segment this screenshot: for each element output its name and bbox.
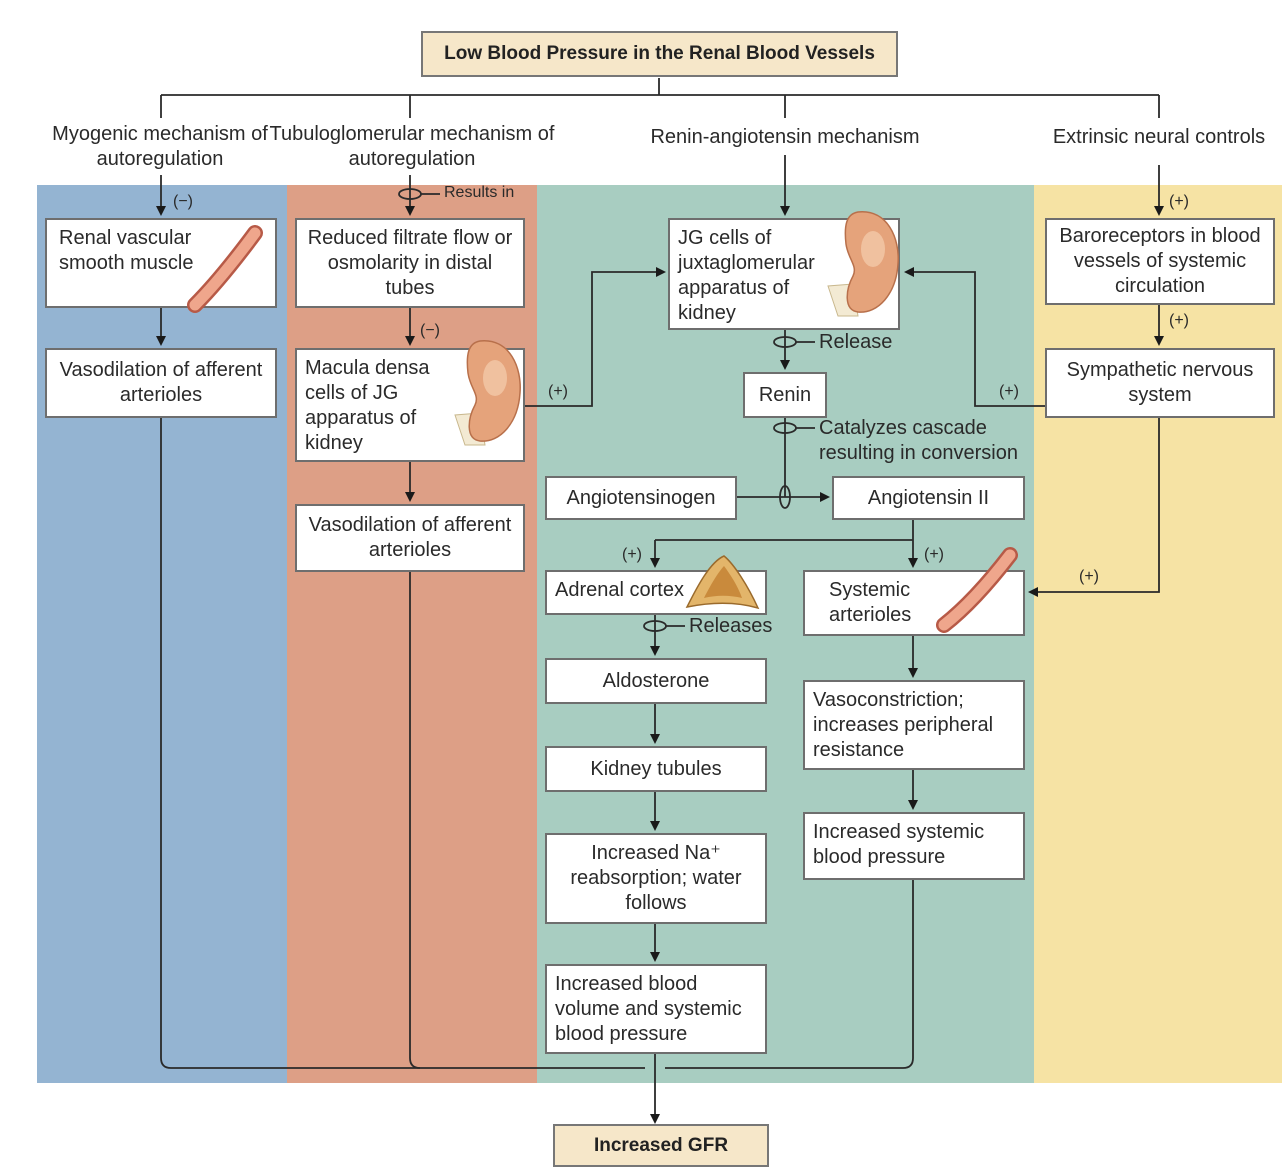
systemic-pressure-box: Increased systemic blood pressure (803, 812, 1025, 880)
baroreceptors-box: Baroreceptors in blood vessels of system… (1045, 218, 1275, 305)
kidney-icon-2 (827, 211, 899, 317)
angiotensin-ii-box: Angiotensin II (832, 476, 1025, 520)
neural-heading: Extrinsic neural controls (1052, 126, 1266, 148)
jg-cells-label: JG cells of juxtaglomerular apparatus of… (678, 227, 815, 324)
reduced-filtrate-box: Reduced filtrate flow or osmolarity in d… (295, 218, 525, 308)
neural-panel (1034, 185, 1282, 1083)
release-label: Release (819, 331, 893, 353)
blood-volume-box: Increased blood volume and systemic bloo… (545, 964, 767, 1054)
sympathetic-box: Sympathetic nervous system (1045, 348, 1275, 418)
kidney-icon (454, 340, 521, 446)
results-in-label: Results in (444, 184, 515, 201)
adrenal-sign: (+) (622, 546, 642, 563)
vessel-icon-2 (936, 547, 1018, 633)
myogenic-panel (37, 185, 287, 1083)
neural-to-jg-sign: (+) (999, 383, 1019, 400)
systemic-sign: (+) (924, 546, 944, 563)
neural-to-arterioles-sign: (+) (1079, 568, 1099, 585)
neural-top-sign: (+) (1169, 193, 1189, 210)
vasoconstriction-box: Vasoconstriction; increases peripheral r… (803, 680, 1025, 770)
releases-label: Releases (689, 615, 773, 637)
angiotensinogen-box: Angiotensinogen (545, 476, 737, 520)
tubuloglomerular-panel (287, 185, 537, 1083)
myogenic-vasodilation-box: Vasodilation of afferent arterioles (45, 348, 277, 418)
renin-heading: Renin-angiotensin mechanism (650, 126, 920, 148)
catalyzes-label: Catalyzes cascade resulting in conversio… (819, 417, 1018, 464)
kidney-tubules-box: Kidney tubules (545, 746, 767, 792)
tubuloglomerular-heading: Tubuloglomerular mechanism of autoregula… (269, 123, 555, 170)
adrenal-cortex-label: Adrenal cortex (555, 579, 684, 601)
macula-densa-label: Macula densa cells of JG apparatus of ki… (305, 357, 430, 454)
myogenic-sign: (−) (173, 193, 193, 210)
tubulo-vasodilation-box: Vasodilation of afferent arterioles (295, 504, 525, 572)
vessel-icon (187, 225, 263, 313)
adrenal-gland-icon (685, 555, 760, 610)
renal-vascular-label: Renal vascular smooth muscle (59, 227, 194, 274)
title-box: Low Blood Pressure in the Renal Blood Ve… (421, 31, 898, 77)
neural-mid-sign: (+) (1169, 312, 1189, 329)
sodium-reabsorption-box: Increased Na⁺ reabsorption; water follow… (545, 833, 767, 924)
tubuloglomerular-sign: (−) (420, 322, 440, 339)
macula-to-jg-sign: (+) (548, 383, 568, 400)
aldosterone-box: Aldosterone (545, 658, 767, 704)
outcome-box: Increased GFR (553, 1124, 769, 1167)
renin-box: Renin (743, 372, 827, 418)
systemic-arterioles-label: Systemic arterioles (829, 579, 912, 626)
myogenic-heading: Myogenic mechanism of autoregulation (52, 123, 268, 170)
